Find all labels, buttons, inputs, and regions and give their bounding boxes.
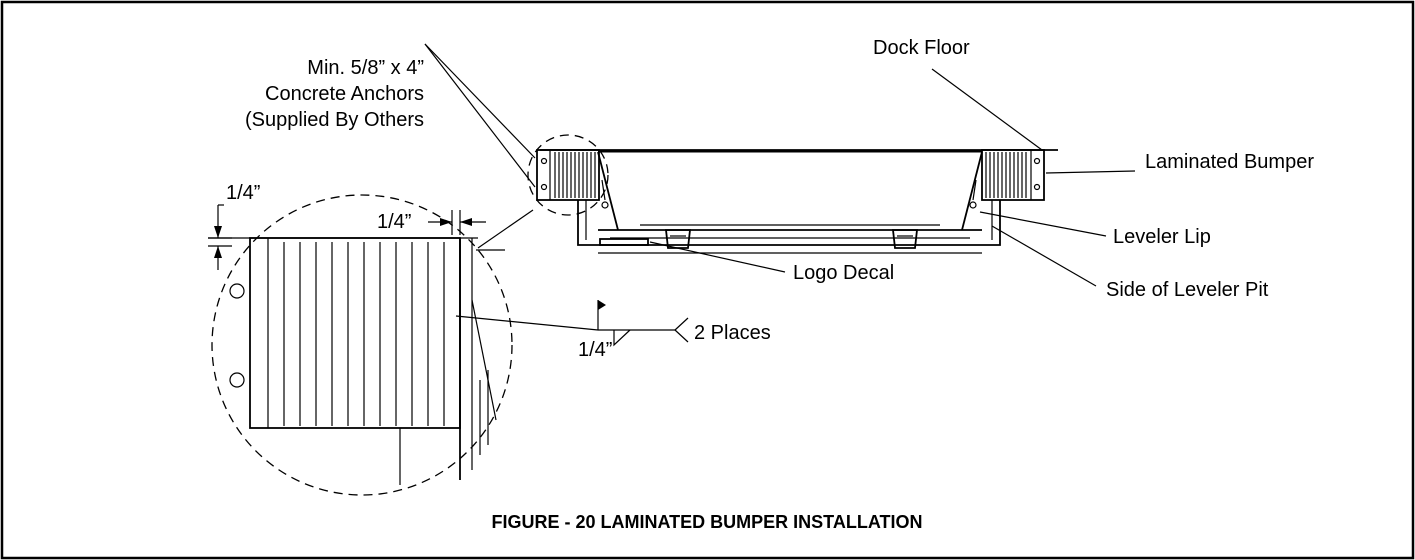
anchors-label-line1: Min. 5/8” x 4” [307, 57, 424, 79]
laminated-bumper-label: Laminated Bumper [1145, 151, 1314, 173]
figure-caption: FIGURE - 20 LAMINATED BUMPER INSTALLATIO… [492, 512, 923, 532]
anchor-hole-top [229, 283, 245, 299]
anchors-label-line3: (Supplied By Others [245, 109, 424, 131]
side-of-pit-label: Side of Leveler Pit [1106, 279, 1269, 301]
weld-size-label: 1/4” [578, 339, 612, 361]
enlarged-detail-view [208, 194, 534, 496]
weld-places-label: 2 Places [694, 322, 771, 344]
detail-callout-small [527, 134, 609, 216]
left-bumper-laminations [554, 152, 596, 198]
leader-lines [424, 43, 1136, 287]
anchor-hole-bottom [229, 372, 245, 388]
detail-bumper-laminations [283, 242, 445, 426]
weld-symbol [455, 300, 689, 347]
vertical-gap-label: 1/4” [226, 182, 260, 204]
logo-decal-label: Logo Decal [793, 262, 894, 284]
right-bumper-laminations [985, 152, 1027, 198]
anchors-label-line2: Concrete Anchors [265, 83, 424, 105]
leveler-side-view [536, 149, 1058, 254]
dock-floor-label: Dock Floor [873, 37, 970, 59]
horizontal-gap-label: 1/4” [377, 211, 411, 233]
leveler-lip-label: Leveler Lip [1113, 226, 1211, 248]
